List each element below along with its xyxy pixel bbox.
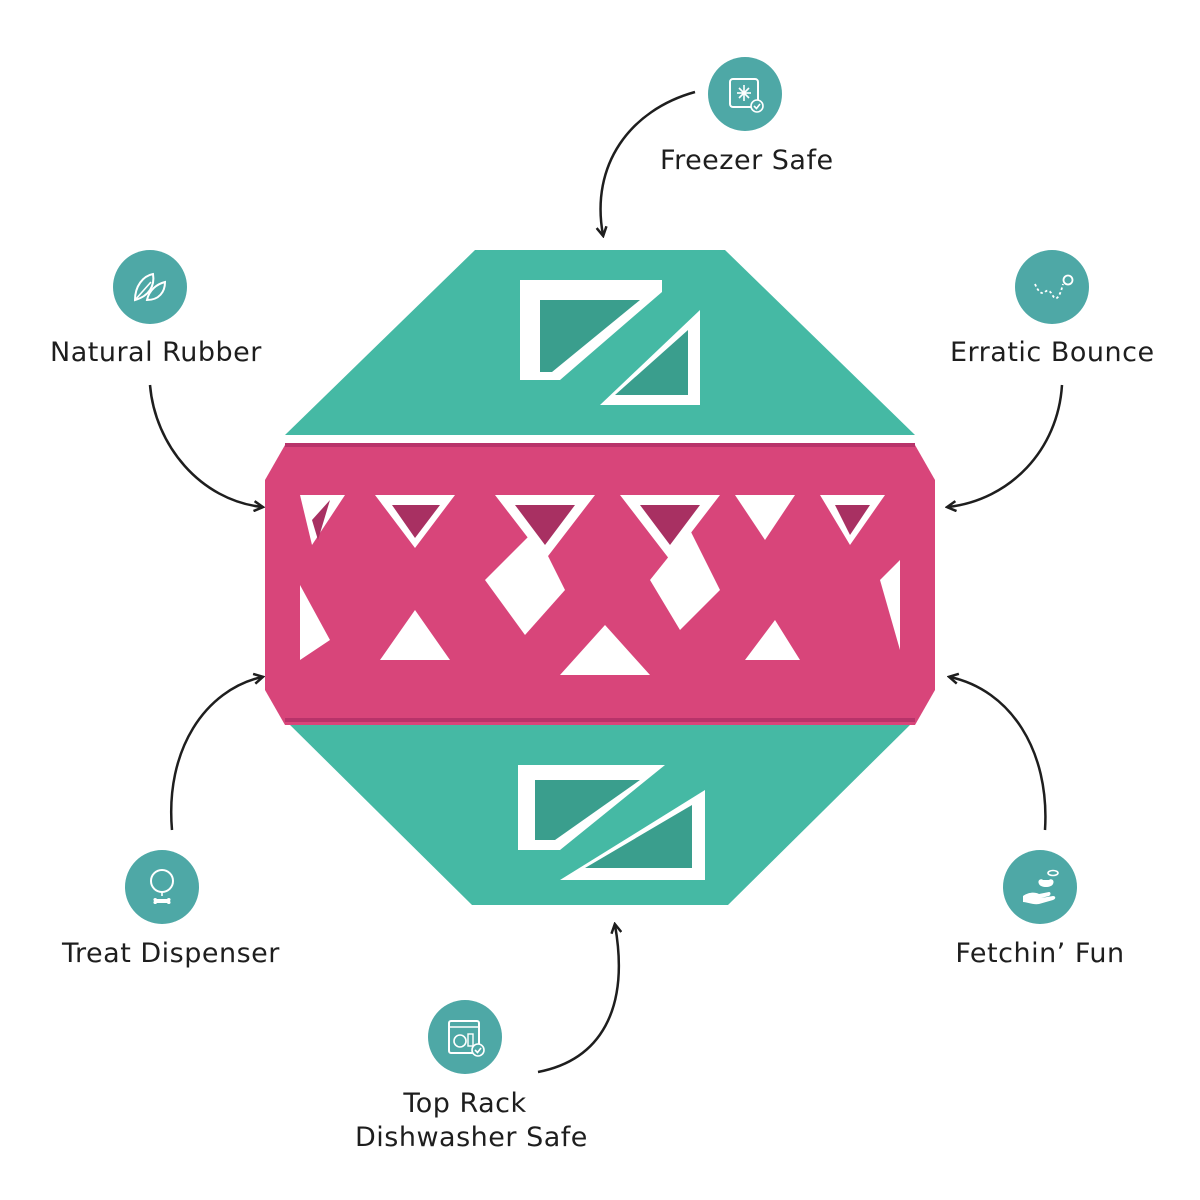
natural-rubber-label: Natural Rubber <box>50 337 262 368</box>
arrow-freezer-safe <box>601 90 696 235</box>
dishwasher-safe-label-line2: Dishwasher Safe <box>355 1122 588 1153</box>
leaf-icon <box>113 250 187 324</box>
fetchin-fun-label: Fetchin’ Fun <box>955 938 1125 969</box>
fetch-hand-icon <box>1003 850 1077 924</box>
treat-dispenser-icon <box>125 850 199 924</box>
dishwasher-icon <box>428 1000 502 1074</box>
arrow-erratic-bounce <box>948 384 1064 507</box>
arrow-treat-dispenser <box>169 677 262 831</box>
erratic-bounce-label: Erratic Bounce <box>950 337 1155 368</box>
arrow-fetchin-fun <box>950 677 1047 831</box>
freezer-icon <box>708 57 782 131</box>
dishwasher-safe-label-line1: Top Rack <box>403 1088 527 1119</box>
arrow-dishwasher-safe <box>537 925 619 1074</box>
bounce-icon <box>1015 250 1089 324</box>
arrow-natural-rubber <box>148 384 262 507</box>
treat-dispenser-label: Treat Dispenser <box>62 938 280 969</box>
freezer-safe-label: Freezer Safe <box>660 145 834 176</box>
